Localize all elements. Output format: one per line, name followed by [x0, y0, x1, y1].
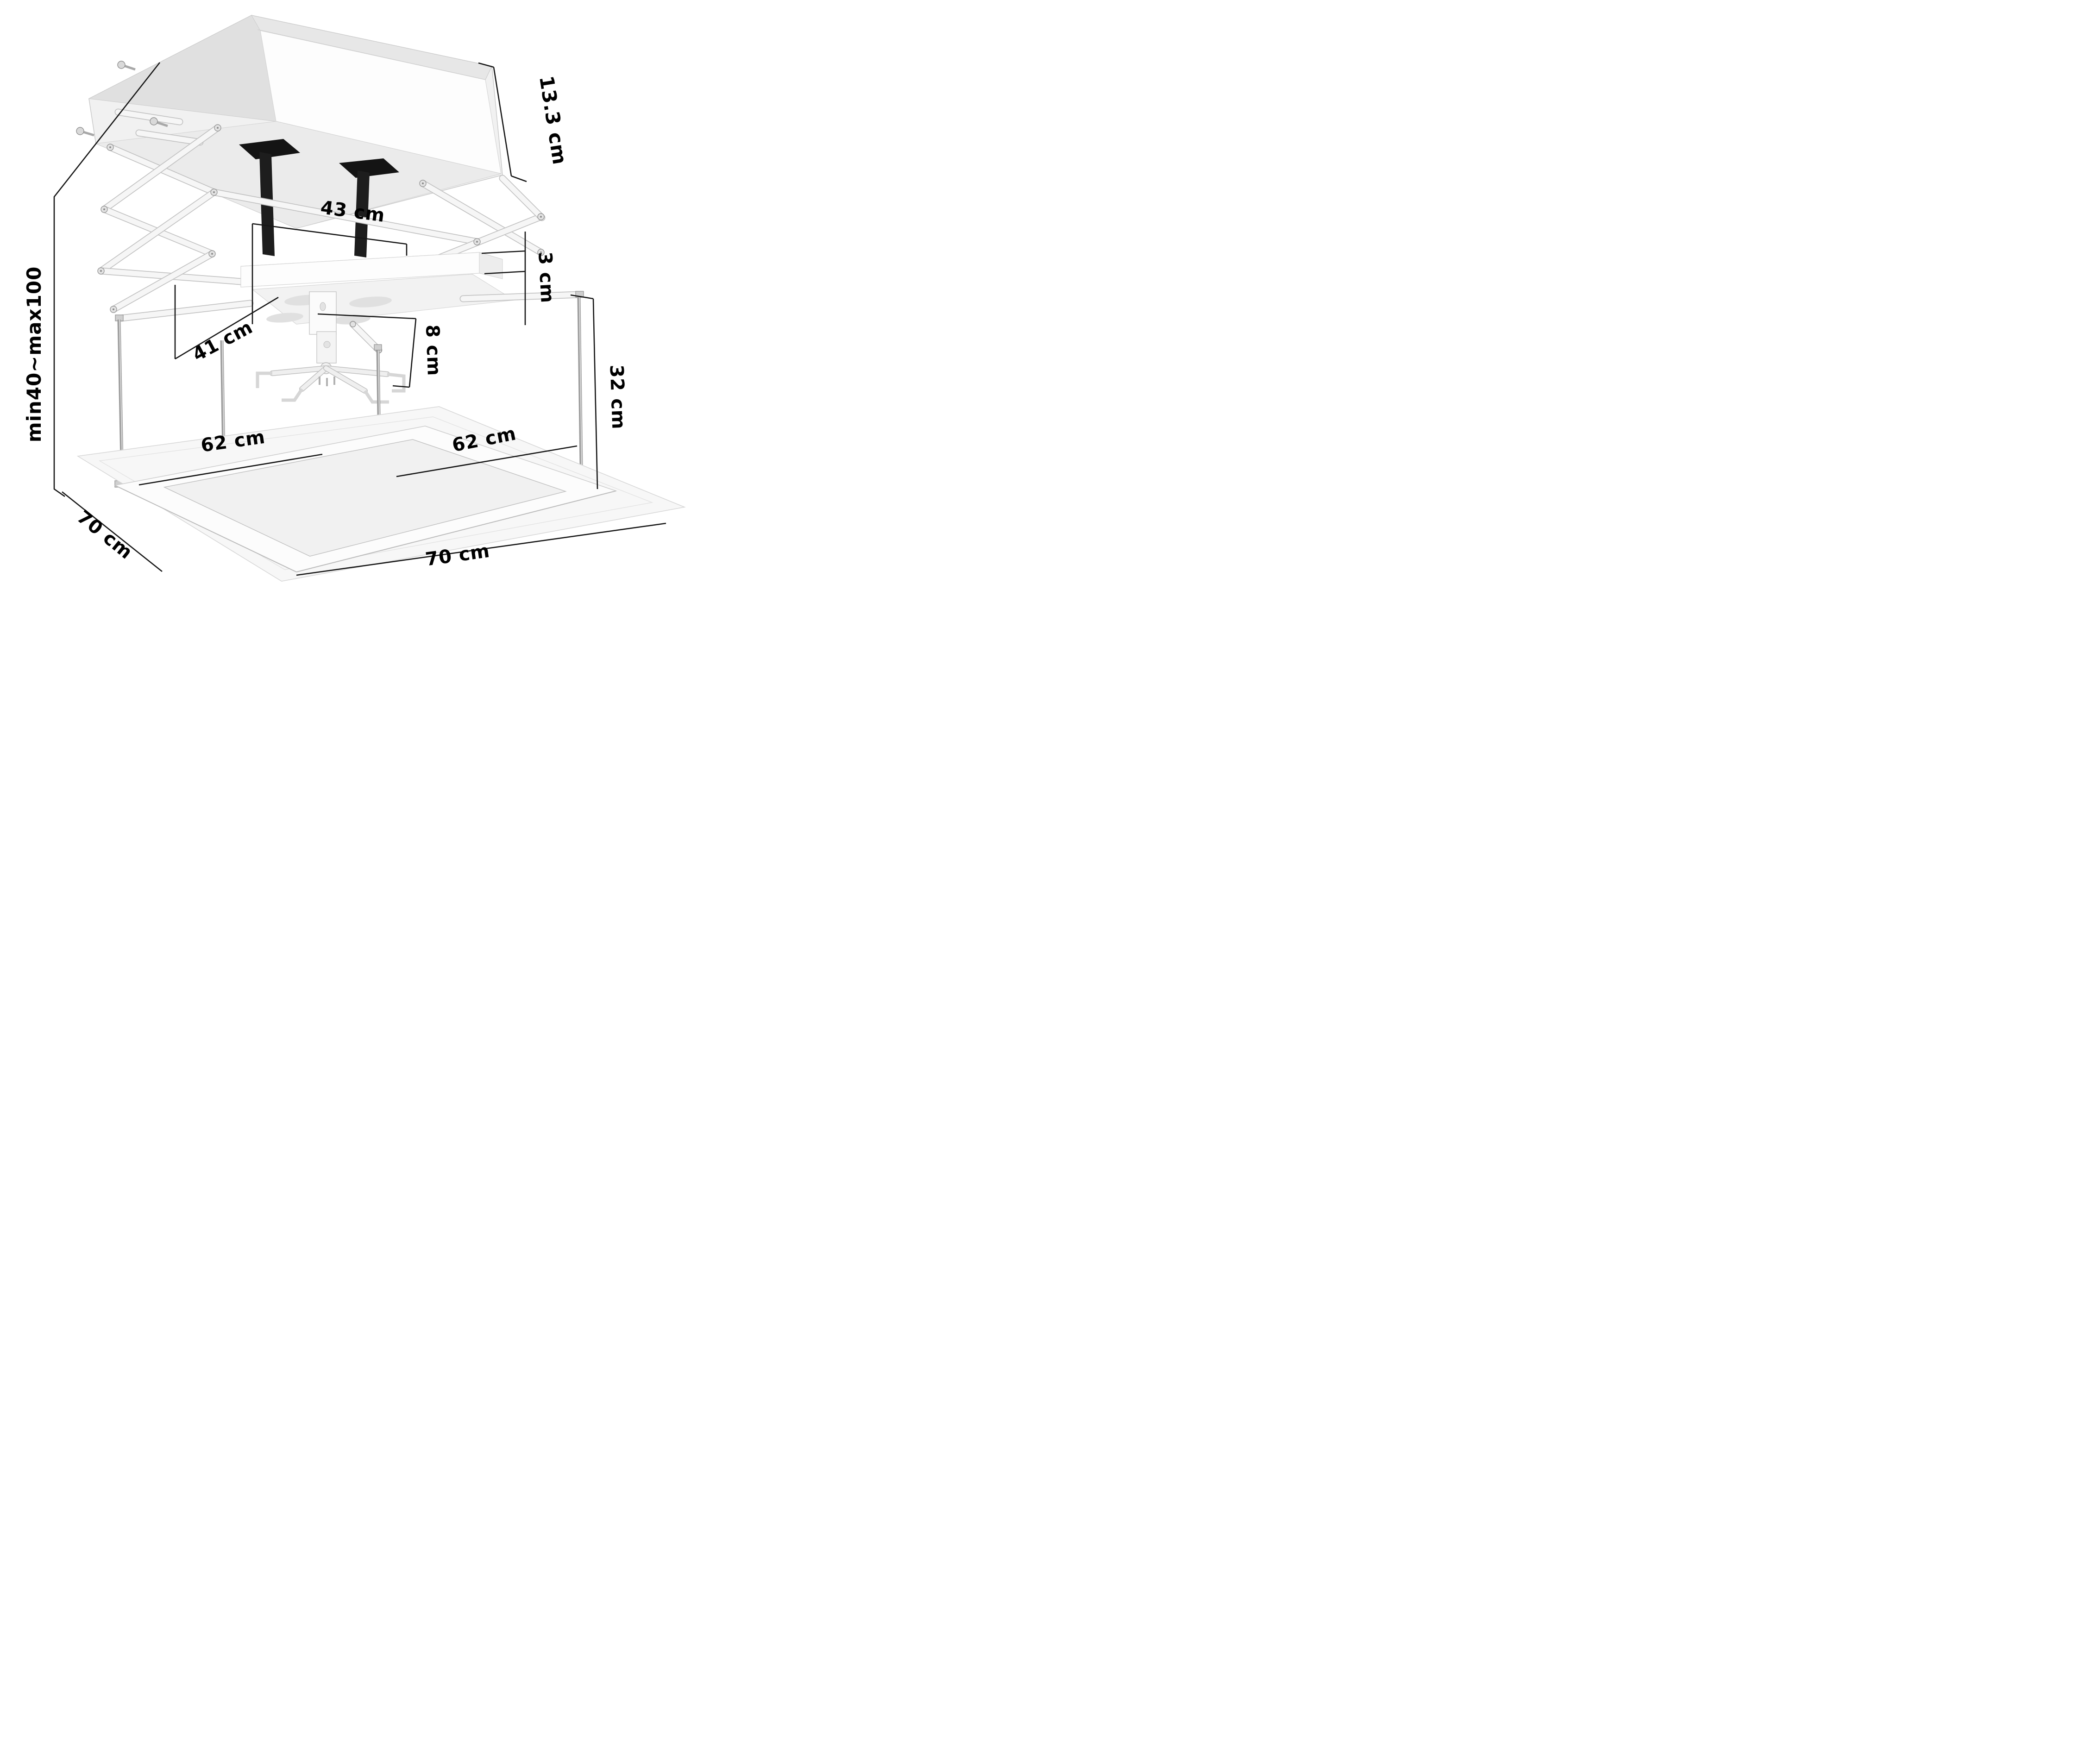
scissor-right [419, 175, 546, 264]
strap-top-flap [339, 158, 399, 178]
scissor-rivets [97, 124, 545, 313]
dim-drop-range: min40~max100 [23, 62, 161, 497]
ceiling-housing [76, 15, 503, 229]
dim-platform-thickness: 3 cm [481, 232, 558, 325]
dim-platform-thickness-label: 3 cm [534, 251, 558, 304]
ceiling-frame [76, 406, 686, 582]
dim-outer-frame-left: 70 cm [62, 491, 163, 572]
screw-icon [76, 127, 94, 137]
projector-lift-illustration: 13.3 cm 43 cm 3 cm 8 cm 41 cm min40~max1… [23, 15, 686, 582]
strap-top-flap [239, 139, 300, 159]
dim-housing-height-label: 13.3 cm [535, 74, 572, 166]
projector-platform [115, 252, 584, 325]
scissor-left [97, 124, 481, 313]
dim-mount-drop-label: 8 cm [421, 324, 445, 377]
screw-icon [117, 61, 136, 71]
scissor-mechanism [97, 124, 546, 313]
screw-icon [150, 117, 168, 127]
strap-belt [354, 170, 370, 257]
dim-drop-range-label: min40~max100 [23, 266, 45, 443]
dim-frame-height-label: 32 cm [606, 364, 629, 430]
frame-curb-hole-shadow [163, 439, 567, 557]
dim-frame-height: 32 cm [570, 294, 629, 490]
platform-end-face [479, 252, 503, 279]
dim-mount-drop: 8 cm [317, 313, 445, 388]
dimension-diagram: 13.3 cm 43 cm 3 cm 8 cm 41 cm min40~max1… [0, 0, 693, 588]
dim-outer-frame-left-label: 70 cm [73, 506, 137, 564]
